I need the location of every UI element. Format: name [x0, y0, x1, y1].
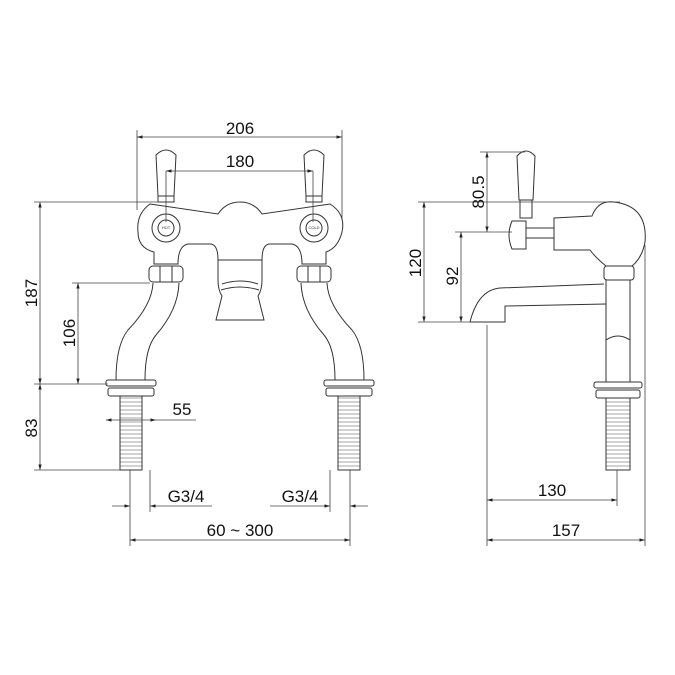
left-nut: [148, 265, 184, 283]
left-threaded-shank: [119, 395, 143, 471]
dim-flange-diameter: 55: [173, 400, 192, 419]
right-nut: [296, 265, 332, 283]
side-pipe: [605, 280, 631, 382]
tap-body: [137, 201, 344, 265]
side-spout: [469, 283, 607, 323]
cold-badge: COLD: [308, 225, 319, 230]
right-threaded-shank: [337, 395, 361, 471]
dim-spout-clearance: 92: [443, 267, 462, 286]
hot-badge: HOT: [162, 225, 171, 230]
right-leg: [300, 282, 365, 381]
front-view: HOT COLD 206 180 187 83: [22, 119, 375, 546]
dim-overall-height: 187: [22, 279, 41, 307]
dim-spout-height: 106: [60, 319, 79, 347]
side-valve-stem: [508, 220, 527, 250]
side-threaded-shank: [605, 397, 631, 471]
dim-overall-depth: 157: [552, 521, 580, 540]
side-nut: [603, 265, 635, 281]
dim-shank-length: 83: [22, 419, 41, 438]
dim-overall-width: 206: [226, 119, 254, 138]
dim-right-thread: G3/4: [282, 487, 319, 506]
dim-spout-reach: 130: [538, 481, 566, 500]
right-valve-boss: [299, 213, 329, 243]
dim-handle-centres: 180: [226, 152, 254, 171]
dim-left-thread: G3/4: [168, 487, 205, 506]
dim-centres-range: 60 ~ 300: [207, 521, 274, 540]
side-view: 80.5 120 92 130 157: [406, 150, 646, 546]
dim-body-height: 120: [406, 249, 425, 277]
side-body: [553, 201, 646, 267]
centre-spout: [215, 259, 265, 321]
dim-lever-height: 80.5: [469, 175, 488, 208]
side-lever-handle: [516, 150, 536, 201]
side-flange: [593, 381, 643, 389]
cold-indicator-icon: [305, 219, 323, 237]
left-flange: [105, 379, 157, 387]
right-flange: [323, 379, 375, 387]
right-lever-handle: [303, 149, 325, 203]
left-leg: [115, 282, 180, 381]
